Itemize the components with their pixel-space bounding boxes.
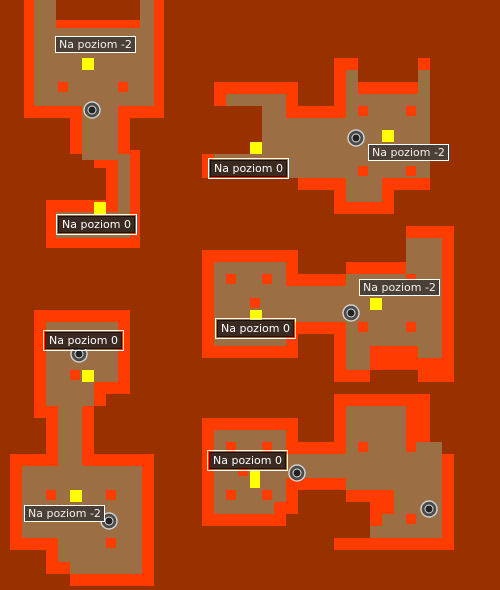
wall-block bbox=[226, 274, 236, 284]
portal-icon[interactable] bbox=[420, 500, 438, 518]
exit-label-up[interactable]: Na poziom 0 bbox=[43, 330, 124, 351]
exit-label-up[interactable]: Na poziom 0 bbox=[215, 318, 296, 339]
stairs-marker bbox=[94, 202, 106, 214]
floor bbox=[214, 238, 442, 370]
portal-icon[interactable] bbox=[342, 304, 360, 322]
wall-block bbox=[406, 322, 416, 332]
portal-icon[interactable] bbox=[347, 129, 365, 147]
stairs-marker bbox=[70, 490, 82, 502]
stairs-marker bbox=[82, 58, 94, 70]
wall-block bbox=[406, 166, 416, 176]
exit-label-down[interactable]: Na poziom -2 bbox=[55, 36, 136, 53]
floor bbox=[214, 406, 442, 538]
wall-block bbox=[358, 322, 368, 332]
map-section-5 bbox=[202, 394, 454, 550]
wall-block bbox=[262, 442, 272, 452]
wall-block bbox=[406, 442, 416, 452]
exit-label-up[interactable]: Na poziom 0 bbox=[208, 158, 289, 179]
stairs-marker bbox=[250, 310, 262, 322]
portal-icon[interactable] bbox=[83, 101, 101, 119]
wall-block bbox=[46, 490, 56, 500]
wall-block bbox=[358, 166, 368, 176]
wall-block bbox=[238, 466, 248, 476]
wall-block bbox=[46, 538, 56, 548]
portal-icon[interactable] bbox=[70, 345, 88, 363]
stairs-marker bbox=[382, 130, 394, 142]
exit-label-down[interactable]: Na poziom -2 bbox=[24, 505, 105, 522]
wall-block bbox=[70, 370, 80, 380]
wall-block bbox=[262, 274, 272, 284]
wall-block bbox=[226, 442, 236, 452]
exit-label-down[interactable]: Na poziom -2 bbox=[368, 144, 449, 161]
wall-block bbox=[226, 490, 236, 500]
wall-block bbox=[358, 106, 368, 116]
stairs-marker bbox=[250, 470, 260, 488]
wall-block bbox=[262, 490, 272, 500]
exit-label-up[interactable]: Na poziom 0 bbox=[207, 450, 288, 471]
exit-label-down[interactable]: Na poziom -2 bbox=[359, 279, 440, 296]
map-section-1 bbox=[24, 0, 164, 248]
floor bbox=[214, 70, 430, 202]
wall-block bbox=[58, 82, 68, 92]
stairs-marker bbox=[250, 142, 262, 154]
stairs-marker bbox=[370, 298, 382, 310]
wall-block bbox=[406, 514, 416, 524]
exit-label-up[interactable]: Na poziom 0 bbox=[56, 214, 137, 235]
portal-icon[interactable] bbox=[288, 464, 306, 482]
floor bbox=[34, 0, 154, 238]
wall-block bbox=[406, 106, 416, 116]
wall-block bbox=[358, 442, 368, 452]
wall-block bbox=[106, 490, 116, 500]
map-section-3 bbox=[202, 226, 454, 382]
stairs-marker bbox=[82, 370, 94, 382]
wall-block bbox=[118, 82, 128, 92]
wall-block bbox=[250, 298, 260, 308]
wall-block bbox=[106, 538, 116, 548]
